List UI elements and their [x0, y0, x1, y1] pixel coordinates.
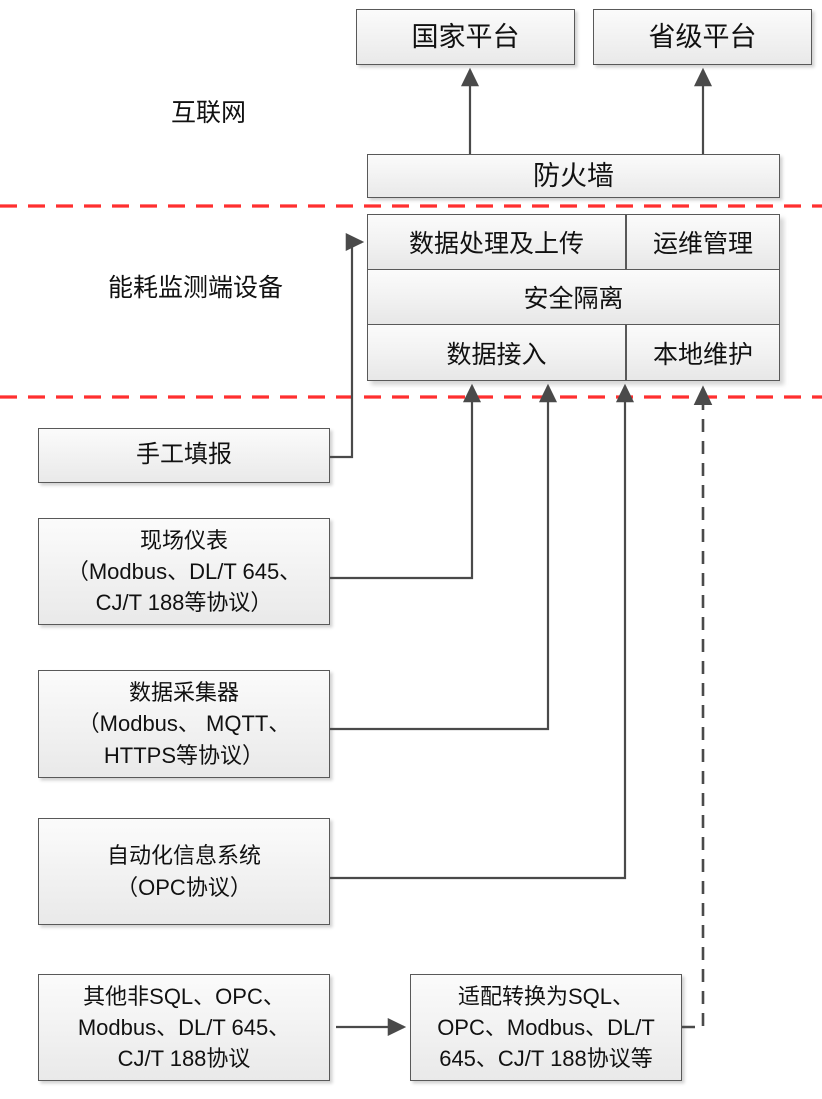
node-automation-system-line-1: 自动化信息系统: [106, 843, 261, 869]
node-provincial-platform-label: 省级平台: [648, 21, 757, 52]
node-field-meter-line-1: 现场仪表: [139, 527, 228, 553]
node-data-access-label: 数据接入: [446, 340, 547, 369]
connector-automation-to-data-access: [330, 383, 635, 880]
node-national-platform-label: 国家平台: [411, 21, 520, 52]
node-automation-system-label: 自动化信息系统 （OPC协议）: [95, 840, 273, 902]
node-ops-management-label: 运维管理: [652, 230, 753, 258]
node-data-collector-line-3: HTTPS等协议）: [103, 742, 265, 768]
node-adapter-conversion-line-3: 645、CJ/T 188协议等: [439, 1046, 653, 1072]
node-automation-system-line-2: （OPC协议）: [116, 874, 252, 900]
connector-manual-to-stack: [330, 232, 365, 459]
node-firewall[interactable]: 防火墙: [367, 154, 780, 198]
node-provincial-platform[interactable]: 省级平台: [593, 9, 812, 65]
node-data-collector[interactable]: 数据采集器 （Modbus、 MQTT、 HTTPS等协议）: [38, 670, 330, 778]
node-field-meter-line-3: CJ/T 188等协议）: [95, 590, 273, 616]
node-data-collector-line-2: （Modbus、 MQTT、: [77, 711, 291, 737]
node-field-meter[interactable]: 现场仪表 （Modbus、DL/T 645、 CJ/T 188等协议）: [38, 518, 330, 625]
node-other-protocols-label: 其他非SQL、OPC、 Modbus、DL/T 645、 CJ/T 188协议: [66, 981, 302, 1075]
node-adapter-conversion-line-1: 适配转换为SQL、: [457, 983, 635, 1009]
node-field-meter-label: 现场仪表 （Modbus、DL/T 645、 CJ/T 188等协议）: [55, 525, 313, 619]
node-data-access[interactable]: 数据接入: [367, 324, 626, 381]
node-other-protocols-line-1: 其他非SQL、OPC、: [83, 983, 285, 1009]
node-ops-management[interactable]: 运维管理: [626, 214, 780, 270]
node-adapter-conversion-label: 适配转换为SQL、 OPC、Modbus、DL/T 645、CJ/T 188协议…: [425, 981, 667, 1075]
node-manual-entry-label: 手工填报: [136, 441, 232, 469]
node-adapter-conversion-line-2: OPC、Modbus、DL/T: [437, 1014, 655, 1040]
node-security-isolation-label: 安全隔离: [523, 285, 624, 313]
zone-label-internet: 互联网: [171, 99, 247, 127]
node-automation-system[interactable]: 自动化信息系统 （OPC协议）: [38, 818, 330, 925]
node-data-collector-label: 数据采集器 （Modbus、 MQTT、 HTTPS等协议）: [66, 677, 303, 771]
node-firewall-label: 防火墙: [533, 160, 614, 191]
node-local-maintenance-label: 本地维护: [652, 340, 753, 369]
connector-fieldmeter-to-data-access: [330, 383, 482, 580]
node-other-protocols-line-2: Modbus、DL/T 645、: [77, 1014, 291, 1040]
connector-collector-to-data-access: [330, 383, 558, 731]
zone-label-terminal: 能耗监测端设备: [108, 274, 284, 302]
node-data-processing-upload-label: 数据处理及上传: [408, 230, 584, 258]
node-security-isolation[interactable]: 安全隔离: [367, 269, 780, 325]
connector-adapter-to-local-maintenance: [682, 385, 713, 1029]
node-data-processing-upload[interactable]: 数据处理及上传: [367, 214, 626, 270]
node-local-maintenance[interactable]: 本地维护: [626, 324, 780, 381]
node-field-meter-line-2: （Modbus、DL/T 645、: [66, 558, 302, 584]
node-national-platform[interactable]: 国家平台: [356, 9, 575, 65]
node-manual-entry[interactable]: 手工填报: [38, 428, 330, 483]
node-data-collector-line-1: 数据采集器: [128, 680, 239, 706]
node-adapter-conversion[interactable]: 适配转换为SQL、 OPC、Modbus、DL/T 645、CJ/T 188协议…: [410, 974, 682, 1081]
node-other-protocols[interactable]: 其他非SQL、OPC、 Modbus、DL/T 645、 CJ/T 188协议: [38, 974, 330, 1081]
node-other-protocols-line-3: CJ/T 188协议: [117, 1046, 251, 1072]
